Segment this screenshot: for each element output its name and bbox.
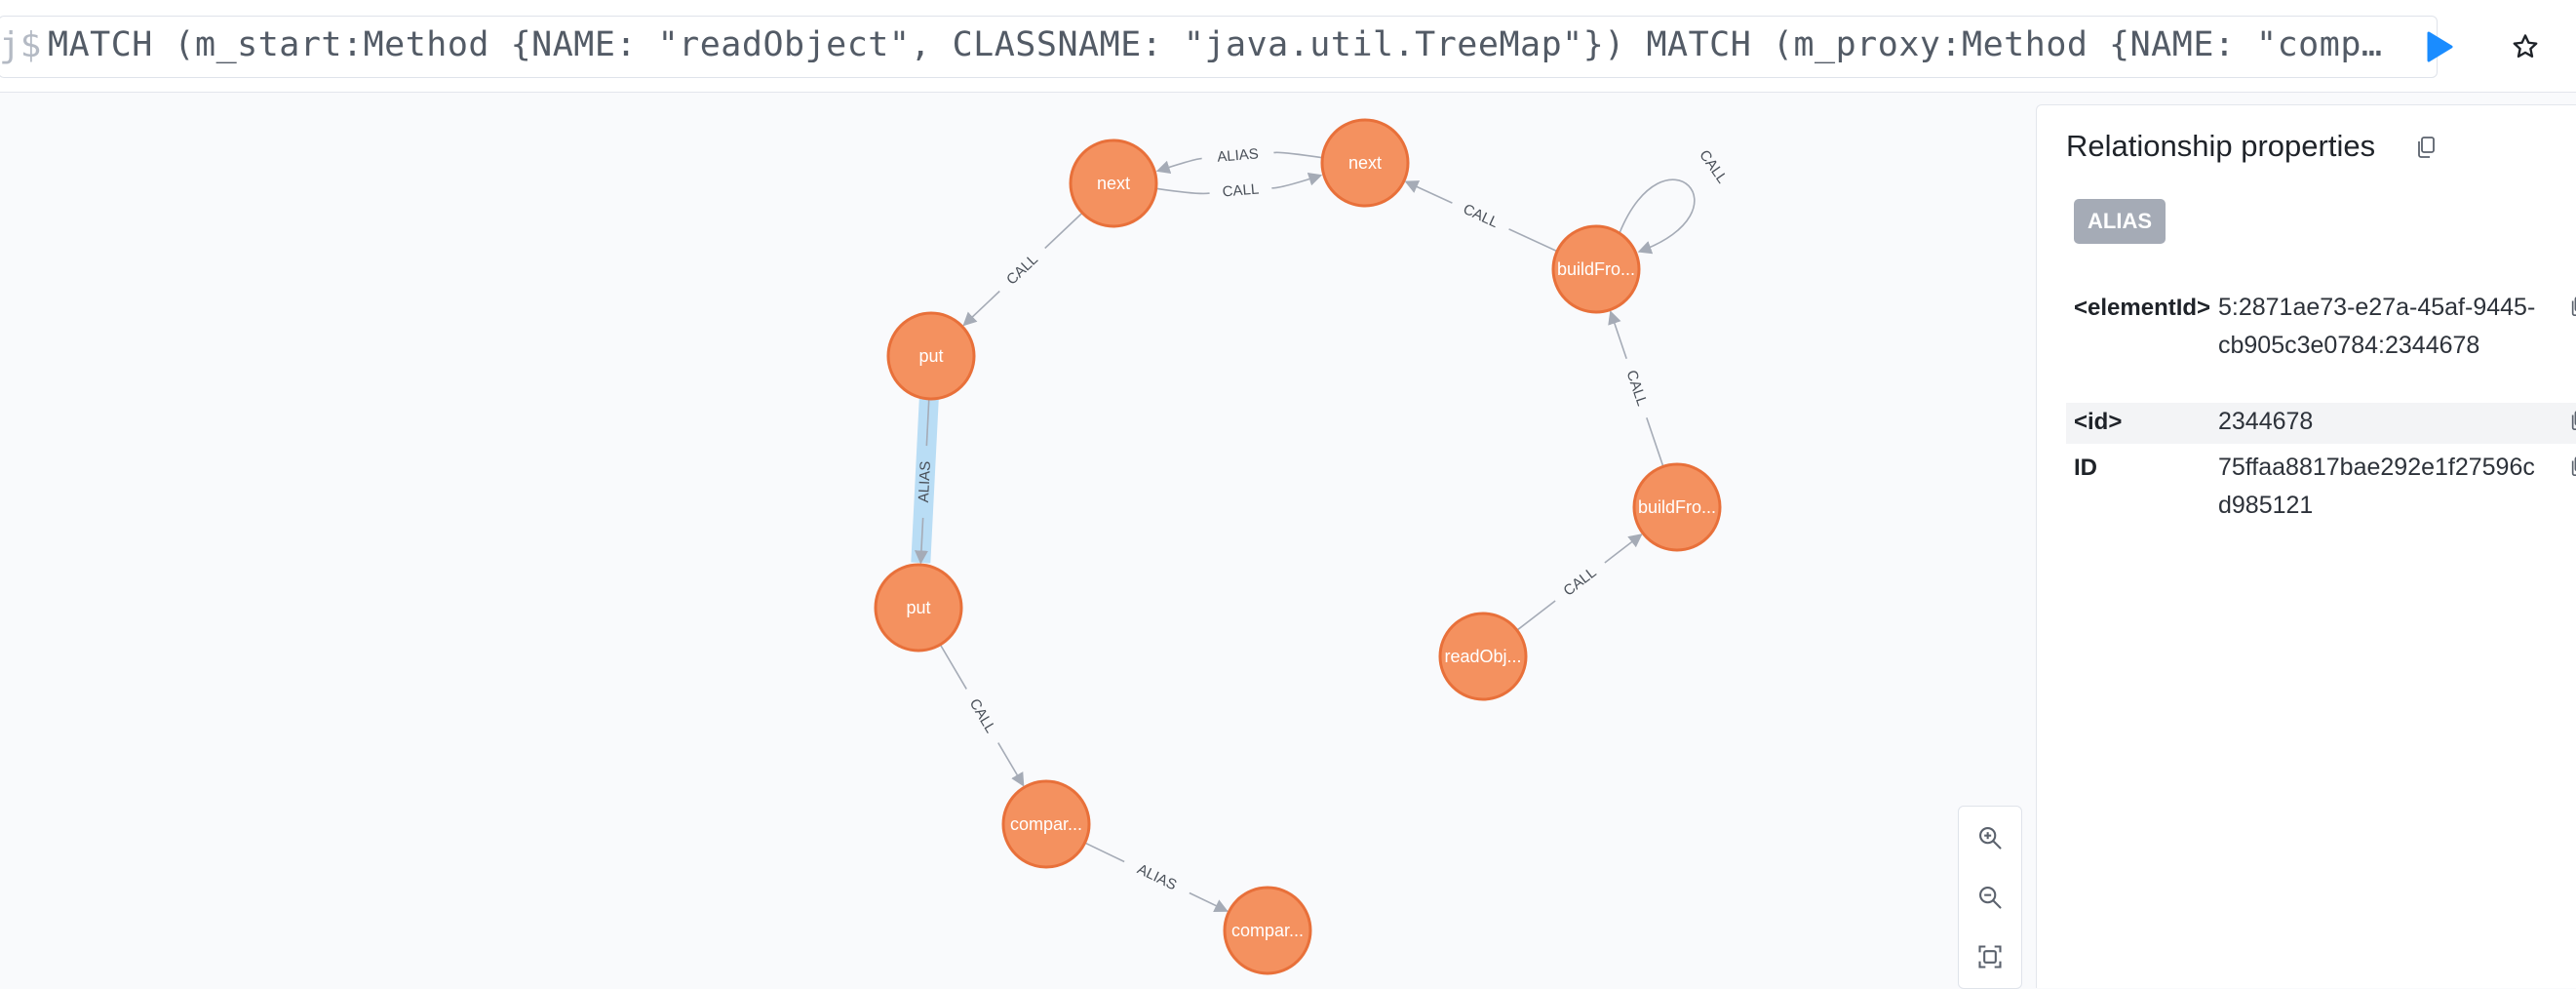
node-circle[interactable] xyxy=(886,311,976,401)
property-row-id: <id> 2344678 xyxy=(2066,403,2576,444)
node-label: put xyxy=(906,598,930,617)
node-label: next xyxy=(1348,153,1382,173)
relationship-properties-panel: Relationship properties ALIAS <elementId… xyxy=(2036,104,2576,988)
copy-icon xyxy=(2571,411,2576,430)
query-text[interactable]: MATCH (m_start:Method {NAME: "readObject… xyxy=(48,25,2400,64)
fit-view-icon xyxy=(1978,945,2002,969)
graph-canvas[interactable]: ALIAS CALL CALL CALL CALL ALIAS CALL CALL CALL AL… xyxy=(0,93,2038,987)
node-circle[interactable] xyxy=(874,563,963,653)
relationship-call[interactable]: CALL xyxy=(939,644,1025,787)
query-editor[interactable]: j$ MATCH (m_start:Method {NAME: "readObj… xyxy=(0,16,2438,78)
relationship-alias[interactable]: ALIAS xyxy=(1084,842,1229,912)
relationship-label: CALL xyxy=(1222,180,1260,200)
relationship-call[interactable]: CALL xyxy=(962,212,1083,327)
graph-node-compar[interactable]: compar... xyxy=(1223,886,1312,975)
node-label: compar... xyxy=(1010,814,1082,834)
node-label: buildFro... xyxy=(1557,259,1635,279)
copy-icon xyxy=(2571,297,2576,316)
relationship-call[interactable]: CALL xyxy=(1619,147,1731,255)
relationship-call[interactable]: CALL xyxy=(1156,172,1323,201)
relationship-label: CALL xyxy=(1560,564,1599,599)
relationship-label: CALL xyxy=(1461,201,1501,231)
relationship-call[interactable]: CALL xyxy=(1608,310,1664,467)
zoom-out-button[interactable] xyxy=(1969,876,2011,919)
graph-node-next[interactable]: next xyxy=(1320,118,1410,208)
node-label: next xyxy=(1097,174,1130,193)
node-circle[interactable] xyxy=(1632,462,1722,552)
copy-property-button[interactable] xyxy=(2569,295,2576,320)
copy-property-button[interactable] xyxy=(2569,455,2576,480)
fit-view-button[interactable] xyxy=(1969,935,2011,978)
node-circle[interactable] xyxy=(1223,886,1312,975)
node-circle[interactable] xyxy=(1069,138,1158,228)
graph-node-readobj[interactable]: readObj... xyxy=(1438,612,1528,701)
node-circle[interactable] xyxy=(1551,224,1641,314)
graph-node-buildfro[interactable]: buildFro... xyxy=(1551,224,1641,314)
relationship-call[interactable]: CALL xyxy=(1404,180,1558,253)
relationship-label: ALIAS xyxy=(1217,145,1260,165)
relationship-alias[interactable]: ALIAS xyxy=(911,398,939,565)
property-row-elementid: <elementId> 5:2871ae73-e27a-45af-9445-cb… xyxy=(2066,289,2576,403)
graph-node-put[interactable]: put xyxy=(874,563,963,653)
node-circle[interactable] xyxy=(1320,118,1410,208)
graph-node-next[interactable]: next xyxy=(1069,138,1158,228)
zoom-out-icon xyxy=(1979,887,2002,909)
graph-node-buildfro[interactable]: buildFro... xyxy=(1632,462,1722,552)
node-circle[interactable] xyxy=(1438,612,1528,701)
zoom-in-button[interactable] xyxy=(1969,816,2011,859)
run-query-button[interactable] xyxy=(2416,23,2463,70)
relationship-label: CALL xyxy=(1696,147,1730,186)
relationship-label: CALL xyxy=(1003,251,1041,288)
relationship-call[interactable]: CALL xyxy=(1516,534,1643,631)
favorite-button[interactable] xyxy=(2502,23,2549,70)
property-row-ID: ID 75ffaa8817bae292e1f27596cd985121 xyxy=(2066,449,2576,527)
copy-property-button[interactable] xyxy=(2569,409,2576,434)
play-icon xyxy=(2427,31,2453,62)
zoom-in-icon xyxy=(1979,827,2002,850)
zoom-controls xyxy=(1958,806,2022,989)
query-prompt: j$ xyxy=(0,25,42,65)
node-circle[interactable] xyxy=(1001,779,1091,869)
query-bar: j$ MATCH (m_start:Method {NAME: "readObj… xyxy=(0,0,2576,93)
property-value: 2344678 xyxy=(2218,408,2314,435)
node-label: compar... xyxy=(1231,921,1304,940)
node-label: put xyxy=(918,346,943,366)
property-key: <elementId> xyxy=(2074,295,2211,321)
copy-all-button[interactable] xyxy=(2415,135,2442,162)
relationship-label: ALIAS xyxy=(916,460,934,502)
property-value: 75ffaa8817bae292e1f27596cd985121 xyxy=(2218,454,2535,519)
copy-icon xyxy=(2418,137,2435,158)
star-icon xyxy=(2513,34,2538,59)
graph-visualization[interactable]: ALIAS CALL CALL CALL CALL ALIAS CALL CALL CALL AL… xyxy=(0,93,2038,987)
property-key: ID xyxy=(2074,455,2097,481)
relationship-label: CALL xyxy=(966,696,999,736)
property-value: 5:2871ae73-e27a-45af-9445-cb905c3e0784:2… xyxy=(2218,294,2536,359)
copy-icon xyxy=(2571,456,2576,476)
node-label: readObj... xyxy=(1444,647,1521,666)
node-label: buildFro... xyxy=(1638,497,1716,517)
relationship-alias[interactable]: ALIAS xyxy=(1155,145,1322,175)
relationship-label: ALIAS xyxy=(1135,861,1180,894)
graph-node-put[interactable]: put xyxy=(886,311,976,401)
property-key: <id> xyxy=(2074,409,2123,435)
relationship-label: CALL xyxy=(1622,368,1650,408)
relationship-type-badge[interactable]: ALIAS xyxy=(2074,199,2166,244)
panel-title: Relationship properties xyxy=(2066,129,2376,163)
graph-node-compar[interactable]: compar... xyxy=(1001,779,1091,869)
